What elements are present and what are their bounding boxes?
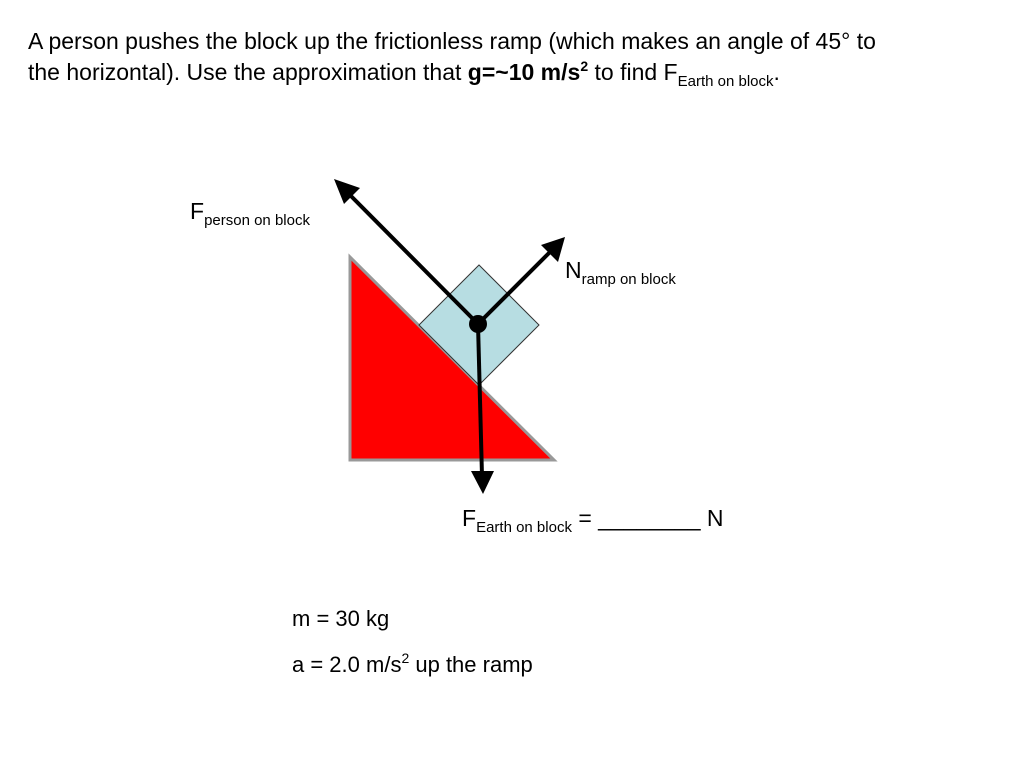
problem-line-2-start: the horizontal). Use the approximation t… [28, 59, 468, 85]
target-subscript: Earth on block [677, 73, 774, 90]
arrowhead-earth [471, 471, 494, 494]
label-f-person-main: F [190, 198, 205, 224]
label-n-ramp-on-block: Nramp on block [565, 257, 676, 288]
g-exponent: 2 [580, 58, 589, 74]
given-mass: m = 30 kg [292, 606, 390, 631]
block-center-dot [469, 315, 487, 333]
arrow-person-on-block [345, 190, 480, 326]
given-acceleration: a = 2.0 m/s2 up the ramp [292, 650, 533, 678]
given-accel-start: a = 2.0 m/s [292, 652, 402, 677]
arrowhead-normal [541, 237, 565, 262]
problem-statement: A person pushes the block up the frictio… [28, 26, 998, 91]
problem-line-2-end: . [773, 59, 780, 85]
given-accel-end: up the ramp [409, 652, 533, 677]
arrow-normal-ramp-on-block [476, 247, 555, 326]
label-n-sub: ramp on block [581, 271, 676, 288]
label-f-person-sub: person on block [204, 212, 310, 229]
label-f-earth-main: F [462, 505, 477, 531]
label-f-person-on-block: Fperson on block [190, 198, 310, 229]
arrowhead-person [334, 179, 360, 204]
given-accel-exponent: 2 [401, 650, 410, 666]
problem-line-1: A person pushes the block up the frictio… [28, 28, 876, 54]
arrow-earth-on-block [476, 323, 484, 477]
problem-line-2-mid: to find F [588, 59, 678, 85]
label-f-earth-on-block: FEarth on block = ________ N [462, 505, 724, 536]
label-f-earth-answer-blank: = ________ N [571, 505, 724, 531]
label-n-main: N [565, 257, 582, 283]
g-approximation: g=~10 m/s [467, 59, 581, 85]
label-f-earth-sub: Earth on block [476, 519, 572, 536]
